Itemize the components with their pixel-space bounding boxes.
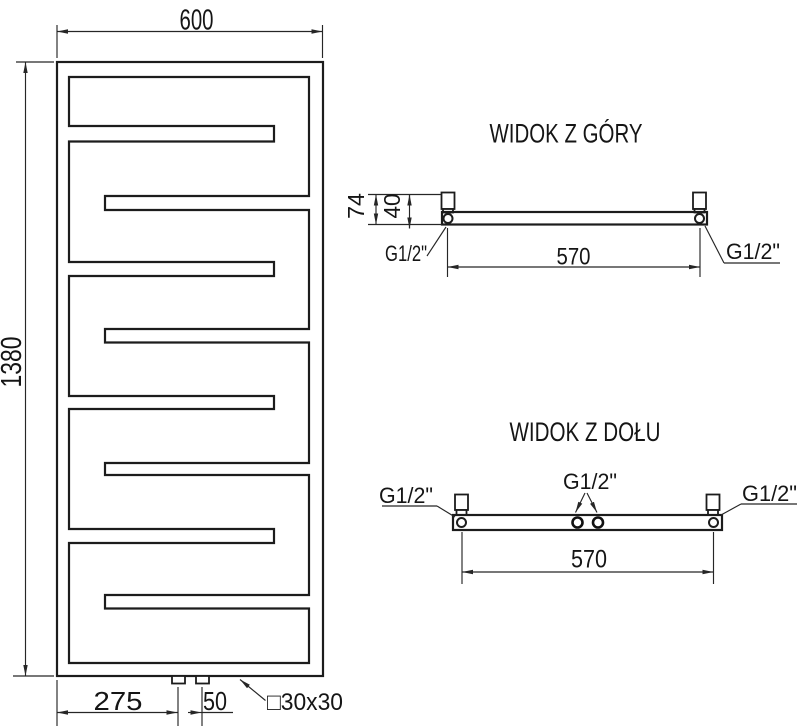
front-view xyxy=(55,60,325,685)
bottom-view-port-center-2 xyxy=(591,516,605,529)
dimension-wall-40: 40 xyxy=(379,194,412,229)
profile-callout: □30x30 xyxy=(239,679,343,716)
bottom-view-title: WIDOK Z DOŁU xyxy=(510,417,661,447)
top-view-port-right xyxy=(694,213,705,224)
bottom-view-panel-bar xyxy=(451,513,724,532)
top-view-port-right-label: G1/2" xyxy=(726,239,780,264)
center-port-leader-right xyxy=(586,492,598,513)
bottom-view-port-center-1 xyxy=(571,516,584,529)
wall-40-text: 40 xyxy=(379,194,405,219)
radiator-outer-frame xyxy=(55,60,325,678)
bottom-570-text: 570 xyxy=(571,546,607,574)
width-dimension-text: 600 xyxy=(180,5,214,37)
bottom-view-port-right-label: G1/2" xyxy=(742,481,797,506)
dimension-depth-74: 74 xyxy=(343,193,442,226)
bottom-left-port-leader xyxy=(436,505,456,518)
bottom-connector-left xyxy=(171,675,186,685)
bottom-right-port-label-group: G1/2" xyxy=(720,481,797,516)
bottom-view-bracket-right xyxy=(705,493,721,511)
bottom-connector-right xyxy=(195,675,210,685)
bottom-view-bracket-left xyxy=(454,493,469,511)
top-view-title: WIDOK Z GÓRY xyxy=(490,118,643,149)
spacing-50-text: 50 xyxy=(203,686,227,716)
bottom-view: WIDOK Z DOŁU G1/2" G1/2" G1/2" xyxy=(379,417,797,584)
depth-74-text: 74 xyxy=(343,193,369,219)
offset-275-text: 275 xyxy=(94,686,143,716)
top-right-port-leader xyxy=(704,225,725,264)
dimension-height-1380: 1380 xyxy=(0,61,54,677)
top-view-port-labels: G1/2" G1/2" xyxy=(385,225,780,266)
top-view-panel-bar xyxy=(440,210,709,226)
top-view-port-left-label: G1/2" xyxy=(385,241,427,266)
serpentine-panel-outline xyxy=(67,75,311,665)
center-port-leader-left xyxy=(574,492,586,513)
top-view-bracket-left xyxy=(440,191,456,210)
top-view-bracket-right xyxy=(692,191,707,210)
bottom-right-port-leader xyxy=(720,503,742,516)
bottom-view-port-left xyxy=(456,517,467,528)
bottom-center-port-label-group: G1/2" xyxy=(563,469,617,513)
profile-label-text: □30x30 xyxy=(267,689,343,716)
top-left-port-leader xyxy=(426,226,447,257)
bottom-view-port-left-label: G1/2" xyxy=(379,483,433,508)
height-dimension-text: 1380 xyxy=(0,337,28,388)
bottom-view-port-right xyxy=(708,517,719,528)
dimension-bottom-570: 570 xyxy=(461,532,715,584)
profile-leader-line xyxy=(239,679,266,701)
dimension-width-600: 600 xyxy=(56,5,324,58)
bottom-view-port-center-label: G1/2" xyxy=(563,469,617,494)
top-view: WIDOK Z GÓRY 74 40 G1/2" xyxy=(343,118,780,277)
dimension-top-570: 570 xyxy=(446,228,701,277)
bottom-left-port-label-group: G1/2" xyxy=(379,483,456,518)
top-570-text: 570 xyxy=(557,244,591,271)
dimension-bottom-connections: 275 50 xyxy=(56,680,233,726)
top-view-port-left xyxy=(442,213,454,224)
